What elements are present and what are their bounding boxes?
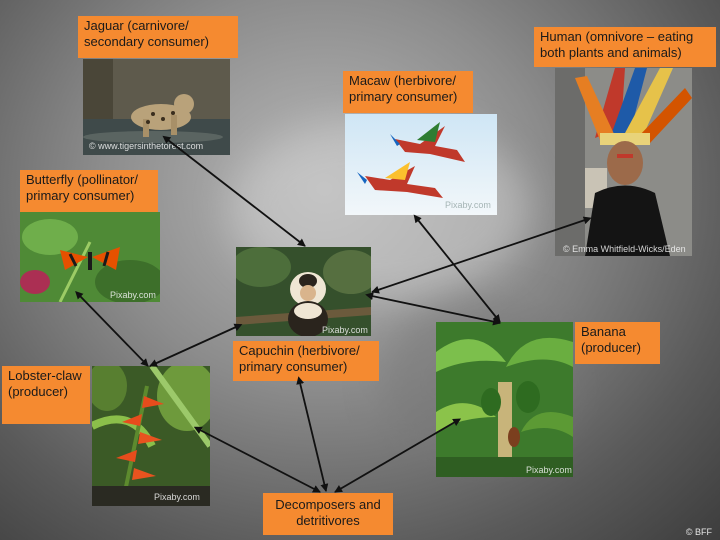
- copyright-notice: © BFF: [685, 527, 712, 537]
- arrow-jaguar-capuchin: [162, 135, 306, 247]
- decomposers-label: Decomposers and detritivores: [263, 493, 393, 535]
- arrow-capuchin-banana: [365, 292, 501, 326]
- arrow-capuchin-decomposers: [296, 376, 329, 492]
- lobster-claw-photo: Pixaby.com: [92, 366, 210, 506]
- arrow-capuchin-lobster-claw: [149, 323, 243, 367]
- arrow-butterfly-lobster-claw: [75, 290, 149, 367]
- arrow-banana-decomposers: [334, 418, 462, 493]
- macaw-credit: Pixaby.com: [445, 200, 491, 210]
- banana-credit: Pixaby.com: [526, 465, 572, 475]
- capuchin-photo: Pixaby.com: [236, 247, 371, 336]
- arrow-human-capuchin: [371, 216, 592, 294]
- capuchin-credit: Pixaby.com: [322, 325, 368, 335]
- macaw-photo: Pixaby.com: [345, 114, 497, 215]
- macaw-label: Macaw (herbivore/ primary consumer): [343, 71, 473, 113]
- banana-photo: Pixaby.com: [436, 322, 573, 477]
- jaguar-label: Jaguar (carnivore/ secondary consumer): [78, 16, 238, 58]
- arrow-macaw-banana: [413, 214, 501, 323]
- butterfly-label: Butterfly (pollinator/ primary consumer): [20, 170, 158, 212]
- banana-label: Banana (producer): [575, 322, 660, 364]
- arrow-lobster-claw-decomposers: [193, 426, 321, 493]
- lobster-claw-label: Lobster-claw (producer): [2, 366, 90, 424]
- jaguar-credit: © www.tigersinthetorest.com: [89, 141, 204, 151]
- human-label: Human (omnivore – eating both plants and…: [534, 27, 716, 67]
- human-credit: © Emma Whitfield-Wicks/Eden: [563, 244, 686, 254]
- lobster-claw-credit: Pixaby.com: [154, 492, 200, 502]
- capuchin-label: Capuchin (herbivore/ primary consumer): [233, 341, 379, 381]
